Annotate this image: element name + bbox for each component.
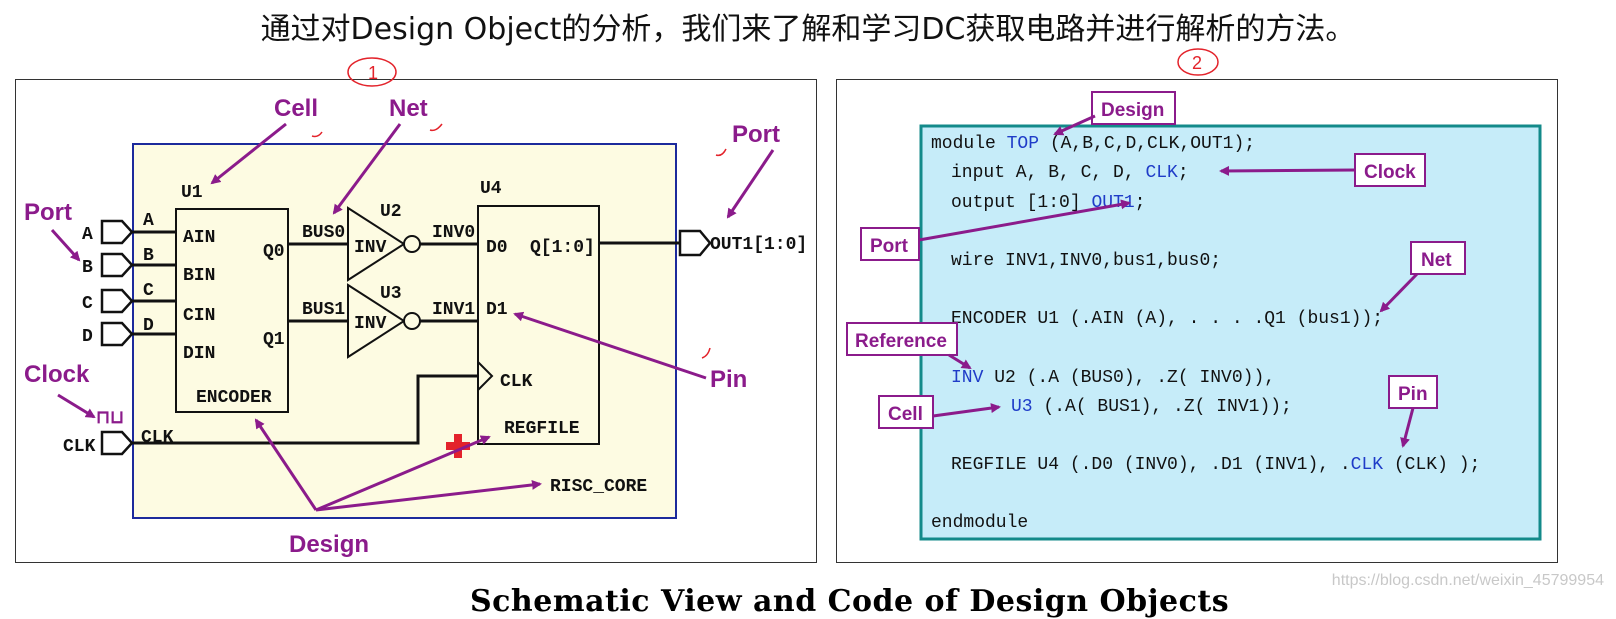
- code-line-wire: wire INV1,INV0,bus1,bus0;: [951, 251, 1221, 271]
- wire-inv1-label: INV1: [432, 300, 475, 320]
- risc-core-label: RISC_CORE: [550, 477, 647, 497]
- code-line-inv-u3: U3 (.A( BUS1), .Z( INV1));: [1011, 397, 1292, 417]
- u3-type: INV: [354, 314, 387, 334]
- wire-bus0-label: BUS0: [302, 223, 345, 243]
- input-ports: [100, 219, 712, 456]
- port-out1-label: OUT1[1:0]: [710, 235, 807, 255]
- code-block: [919, 124, 1542, 541]
- port-out1: [678, 229, 712, 257]
- pin-label-box: [1388, 375, 1438, 409]
- schematic-panel: U1 AIN BIN CIN DIN Q0 Q1 ENCODER U4 D0 D…: [15, 79, 817, 563]
- port-a-label: A: [82, 225, 93, 245]
- port-d-label: D: [82, 327, 93, 347]
- code-label-port: Port: [870, 236, 909, 257]
- u4-type: REGFILE: [504, 419, 580, 439]
- design-label-box: [1091, 91, 1176, 125]
- label-port-left: Port: [24, 199, 72, 226]
- u1-pin-cin: CIN: [183, 306, 215, 326]
- code-label-reference: Reference: [855, 331, 947, 352]
- net-label-box: [1410, 241, 1466, 275]
- red-mark-1: 1: [347, 57, 397, 87]
- port-d: [100, 321, 134, 347]
- u1-type: ENCODER: [196, 388, 272, 408]
- label-clock: Clock: [24, 361, 90, 388]
- code-line-input: input A, B, C, D, CLK;: [951, 163, 1189, 183]
- code-label-cell: Cell: [888, 404, 923, 425]
- wire-bus1-label: BUS1: [302, 300, 345, 320]
- u1-pin-q1: Q1: [263, 330, 285, 350]
- u4-clock-triangle: [477, 361, 494, 391]
- u2-name: U2: [380, 202, 402, 222]
- wire-clk-label: CLK: [141, 428, 174, 448]
- red-cursor-mark: [446, 434, 470, 458]
- label-cell: Cell: [274, 95, 318, 122]
- clock-waveform-icon: ⊓⊔: [96, 409, 124, 429]
- code-line-module: module TOP (A,B,C,D,CLK,OUT1);: [931, 134, 1255, 154]
- wire-d-label: D: [143, 316, 154, 336]
- port-c: [100, 288, 134, 314]
- code-line-regfile: REGFILE U4 (.D0 (INV0), .D1 (INV1), .CLK…: [951, 455, 1480, 475]
- code-panel: module TOP (A,B,C,D,CLK,OUT1); input A, …: [836, 79, 1558, 563]
- port-a: [100, 219, 134, 245]
- annotation-arrows: [50, 122, 775, 512]
- code-line-encoder: ENCODER U1 (.AIN (A), . . . .Q1 (bus1));: [951, 309, 1383, 329]
- label-port-right: Port: [732, 121, 780, 148]
- u1-pin-q0: Q0: [263, 242, 285, 262]
- wire-inv0-label: INV0: [432, 223, 475, 243]
- u1-encoder-block: [175, 208, 289, 413]
- u4-pin-d0: D0: [486, 238, 508, 258]
- watermark: https://blog.csdn.net/weixin_45799954: [1331, 572, 1604, 589]
- code-line-output: output [1:0] OUT1;: [951, 193, 1145, 213]
- u4-regfile-block: [477, 205, 600, 445]
- code-diagram: module TOP (A,B,C,D,CLK,OUT1); input A, …: [846, 91, 1542, 541]
- red-mark-2: 2: [1177, 48, 1219, 76]
- u3-bubble: [403, 312, 421, 330]
- u1-pin-din: DIN: [183, 344, 215, 364]
- u1-pin-bin: BIN: [183, 266, 215, 286]
- u2-bubble: [403, 235, 421, 253]
- label-pin: Pin: [710, 366, 747, 393]
- u1-pin-ain: AIN: [183, 228, 215, 248]
- reference-label-box: [846, 322, 958, 356]
- u4-pin-clk: CLK: [500, 372, 533, 392]
- page-title: 通过对Design Object的分析，我们来了解和学习DC获取电路并进行解析的…: [260, 12, 1356, 47]
- wire-a-label: A: [143, 211, 154, 231]
- wire-c-label: C: [143, 281, 154, 301]
- port-clk-label: CLK: [63, 437, 96, 457]
- schematic-diagram: U1 AIN BIN CIN DIN Q0 Q1 ENCODER U4 D0 D…: [24, 95, 807, 558]
- code-label-net: Net: [1421, 250, 1452, 271]
- red-tick-marks: [311, 123, 727, 359]
- code-line-inv-u2: INV U2 (.A (BUS0), .Z( INV0)),: [951, 368, 1275, 388]
- u2-type: INV: [354, 238, 387, 258]
- port-label-box: [860, 227, 920, 261]
- u4-pin-d1: D1: [486, 300, 508, 320]
- u4-pin-q: Q[1:0]: [530, 238, 595, 258]
- u3-name: U3: [380, 284, 402, 304]
- red-mark-1-text: 1: [368, 63, 378, 83]
- u1-name: U1: [181, 183, 203, 203]
- code-annotation-arrows: [918, 114, 1419, 448]
- label-design: Design: [289, 531, 369, 558]
- cell-label-box: [878, 395, 934, 429]
- port-clk: [100, 430, 134, 456]
- code-label-pin: Pin: [1398, 384, 1428, 405]
- port-b: [100, 252, 134, 278]
- code-line-endmodule: endmodule: [931, 513, 1028, 533]
- u4-name: U4: [480, 179, 502, 199]
- port-b-label: B: [82, 258, 93, 278]
- code-label-design: Design: [1101, 100, 1164, 121]
- red-mark-2-text: 2: [1192, 53, 1202, 73]
- wire-b-label: B: [143, 246, 154, 266]
- figure-caption: Schematic View and Code of Design Object…: [470, 584, 1230, 619]
- wires: [130, 230, 680, 445]
- code-label-clock: Clock: [1364, 162, 1416, 183]
- clock-label-box: [1354, 153, 1426, 187]
- label-net: Net: [389, 95, 428, 122]
- port-c-label: C: [82, 294, 93, 314]
